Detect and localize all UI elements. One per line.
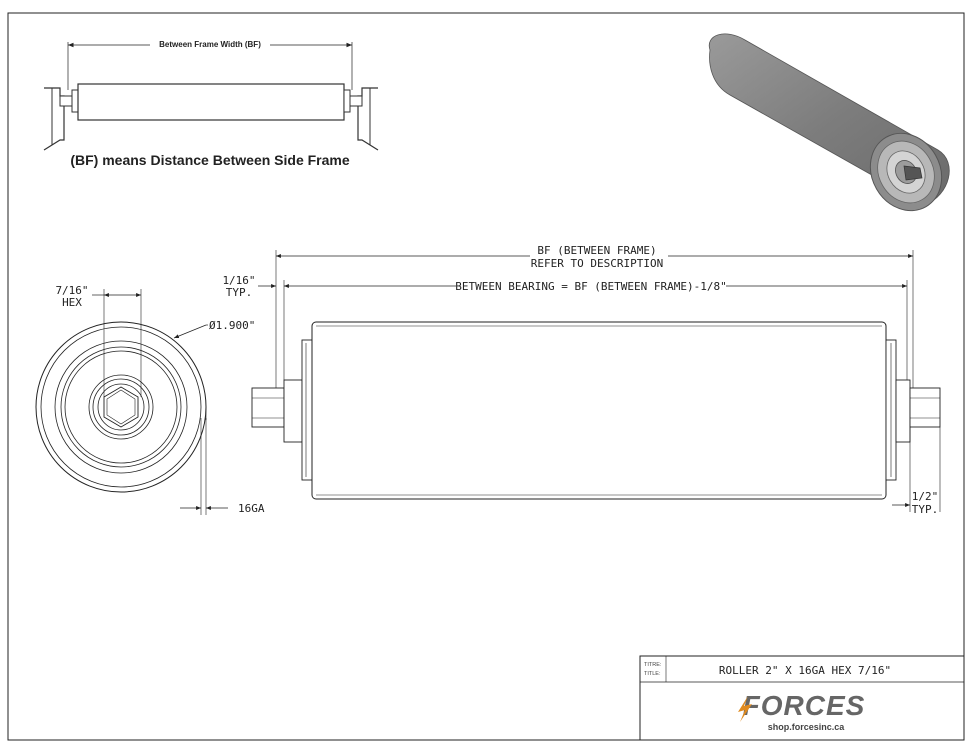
title-field-label-fr: TITRE:: [644, 662, 662, 668]
hex-label: HEX: [62, 296, 82, 309]
title-field-label-en: TITLE:: [644, 671, 661, 677]
right-offset-label: 1/2": [912, 490, 939, 503]
bf-label: BF (BETWEEN FRAME): [537, 244, 656, 257]
left-offset-typ: TYP.: [226, 286, 253, 299]
forces-logo-text: FORCES: [743, 690, 866, 721]
title-block: TITRE: TITLE: ROLLER 2" X 16GA HEX 7/16"…: [639, 655, 965, 741]
hex-dimension: 7/16" HEX: [55, 284, 142, 397]
right-offset-dimension: 1/2" TYP.: [892, 427, 941, 516]
inset-frame-diagram: Between Frame Width (BF) (BF) means Dist…: [38, 24, 383, 176]
bf-sublabel: REFER TO DESCRIPTION: [531, 257, 663, 270]
diameter-dimension: Ø1.900": [173, 319, 255, 339]
left-offset-label: 1/16": [222, 274, 255, 287]
forces-url: shop.forcesinc.ca: [768, 722, 846, 732]
hex-size-label: 7/16": [55, 284, 88, 297]
forces-logo: FORCES shop.forcesinc.ca: [738, 690, 866, 732]
lightning-bolt-icon: [738, 696, 752, 722]
bf-dimension: BF (BETWEEN FRAME) REFER TO DESCRIPTION: [275, 244, 914, 388]
isometric-roller: [708, 33, 950, 212]
diameter-label: Ø1.900": [209, 319, 255, 332]
left-offset-dimension: 1/16" TYP.: [222, 274, 276, 299]
gauge-label: 16GA: [238, 502, 265, 515]
end-view: [35, 321, 207, 493]
right-offset-typ: TYP.: [912, 503, 939, 516]
inset-dimension-label: Between Frame Width (BF): [159, 40, 261, 49]
drawing-title: ROLLER 2" X 16GA HEX 7/16": [719, 664, 891, 677]
between-bearing-dimension: BETWEEN BEARING = BF (BETWEEN FRAME)-1/8…: [283, 280, 908, 380]
between-bearing-label: BETWEEN BEARING = BF (BETWEEN FRAME)-1/8…: [455, 280, 727, 293]
side-view: [251, 321, 941, 500]
inset-caption: (BF) means Distance Between Side Frame: [70, 152, 350, 168]
drawing-border: [7, 12, 965, 741]
gauge-dimension: 16GA: [180, 418, 265, 515]
